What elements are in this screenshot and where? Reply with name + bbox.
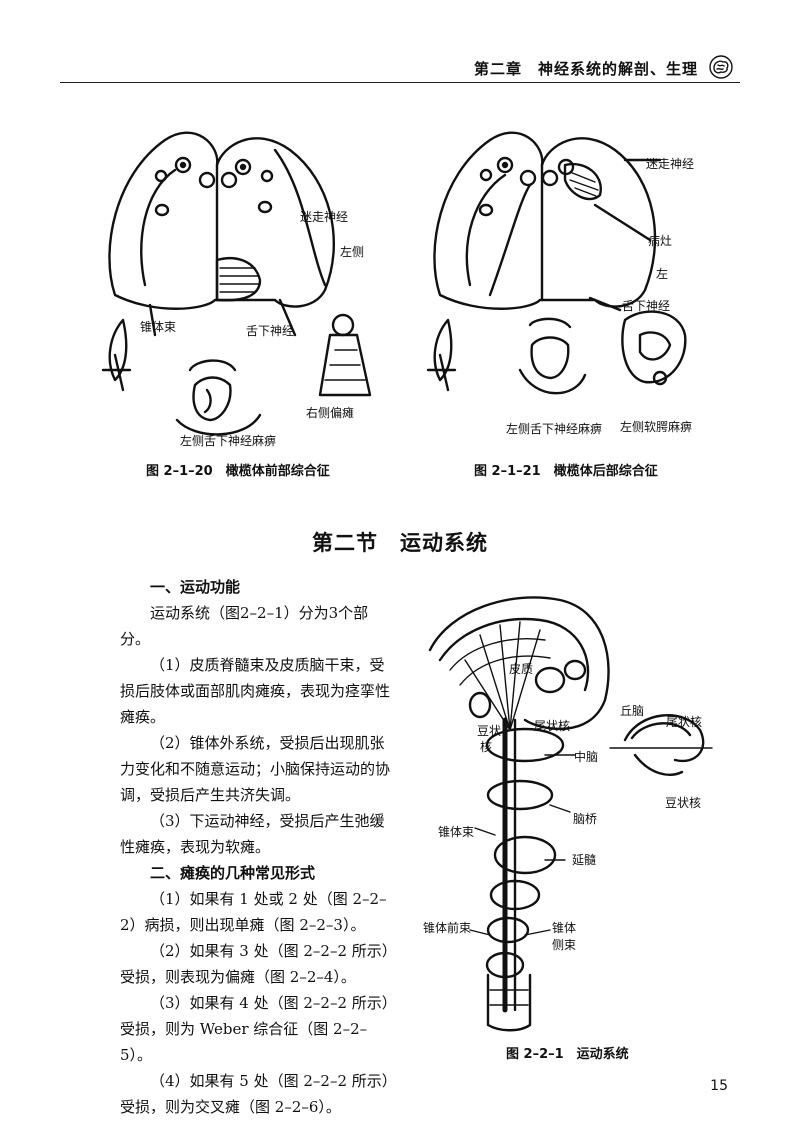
label-left: 左 <box>656 267 669 281</box>
paragraph-7: （3）如果有 4 处（图 2–2–2 所示）受损，则为 Weber 综合征（图 … <box>120 994 390 1064</box>
page-number: 15 <box>710 1078 728 1094</box>
paragraph-2: （1）皮质脊髓束及皮质脑干束，受损后肢体或面部肌肉瘫痪，表现为痉挛性瘫痪。 <box>120 656 391 726</box>
chapter-title: 第二章 神经系统的解剖、生理 <box>473 60 698 78</box>
label-right-hemiplegia: 右侧偏瘫 <box>306 406 355 420</box>
label-lateral-tract-2: 侧束 <box>552 938 577 952</box>
label-left-hypoglossal-palsy-2: 左侧舌下神经麻痹 <box>506 422 603 436</box>
paragraph-4: （3）下运动神经，受损后产生弛缓性瘫痪，表现为软瘫。 <box>120 812 385 856</box>
heading-paralysis-forms: 二、瘫痪的几种常见形式 <box>150 864 316 882</box>
label-lentiform-1: 豆状 <box>477 724 502 738</box>
caption-figure-2-1-21: 图 2–1–21 橄榄体后部综合征 <box>474 464 658 479</box>
paragraph-5: （1）如果有 1 处或 2 处（图 2–2–2）病损，则出现单瘫（图 2–2–3… <box>120 890 387 934</box>
label-lateral-tract-1: 锥体 <box>552 921 577 935</box>
label-hypoglossal-1: 舌下神经 <box>246 324 295 338</box>
label-left-side-1: 左侧 <box>340 245 365 259</box>
label-cortex: 皮质 <box>509 662 534 676</box>
caption-figure-2-2-1: 图 2–2–1 运动系统 <box>506 1047 629 1062</box>
label-pyramidal-1: 锥体束 <box>140 320 177 334</box>
figure-2-2-1-drawing <box>428 596 713 1032</box>
label-vagus-1: 迷走神经 <box>300 210 349 224</box>
label-pyramidal-tract: 锥体束 <box>438 825 475 839</box>
caption-figure-2-1-20: 图 2–1–20 橄榄体前部综合征 <box>146 464 330 479</box>
brain-icon <box>709 55 733 79</box>
running-header: 第二章 神经系统的解剖、生理 <box>60 52 740 83</box>
section-title: 第二节 运动系统 <box>312 531 488 555</box>
label-left-soft-palate-palsy: 左侧软腭麻痹 <box>620 420 693 434</box>
label-lentiform-2: 核 <box>480 740 493 754</box>
figure-2-1-21-drawing <box>426 131 687 395</box>
paragraph-6: （2）如果有 3 处（图 2–2–2 所示）受损，则表现为偏瘫（图 2–2–4）… <box>120 942 390 986</box>
label-anterior-tract: 锥体前束 <box>423 921 472 935</box>
heading-motor-function: 一、运动功能 <box>150 578 241 596</box>
paragraph-8: （4）如果有 5 处（图 2–2–2 所示）受损，则为交叉瘫（图 2–2–6）。 <box>120 1072 390 1116</box>
paragraph-3: （2）锥体外系统，受损后出现肌张力变化和不随意运动；小脑保持运动的协调，受损后产… <box>120 734 391 804</box>
label-left-hypoglossal-palsy-1: 左侧舌下神经麻痹 <box>180 434 277 448</box>
paragraph-1: 运动系统（图2–2–1）分为3个部分。 <box>120 604 369 648</box>
label-lesion: 病灶 <box>648 234 673 248</box>
body-text: 一、运动功能 运动系统（图2–2–1）分为3个部分。 （1）皮质脊髓束及皮质脑干… <box>120 574 392 1120</box>
figure-2-1-20-drawing <box>101 131 372 436</box>
label-caudate-2: 尾状核 <box>666 715 703 729</box>
label-lentiform-3: 豆状核 <box>665 796 702 810</box>
label-pons: 脑桥 <box>573 812 598 826</box>
label-midbrain: 中脑 <box>574 750 599 764</box>
label-vagus-2: 迷走神经 <box>646 157 695 171</box>
label-thalamus: 丘脑 <box>620 704 645 718</box>
label-hypoglossal-2: 舌下神经 <box>622 299 671 313</box>
label-caudate-1: 尾状核 <box>534 719 571 733</box>
label-medulla: 延髓 <box>572 853 597 867</box>
